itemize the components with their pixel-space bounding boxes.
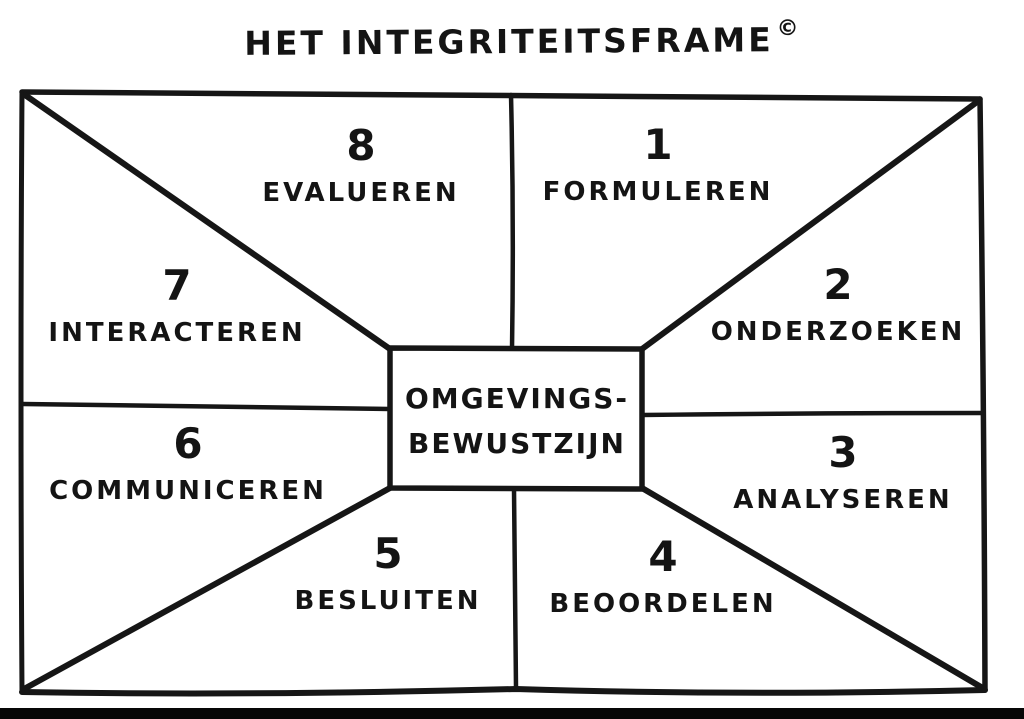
section-number: 1 <box>643 120 673 169</box>
section-label: ANALYSEREN <box>733 485 953 515</box>
diagonal-top-right <box>639 99 980 352</box>
divider-left-horizontal <box>20 401 393 412</box>
section-formuleren: 1 FORMULEREN <box>542 120 774 208</box>
frame-right-edge <box>977 96 988 693</box>
section-evalueren: 8 EVALUEREN <box>262 121 460 209</box>
copyright-symbol: © <box>776 16 799 42</box>
section-onderzoeken: 2 ONDERZOEKEN <box>710 260 966 348</box>
section-label: FORMULEREN <box>542 177 774 207</box>
divider-top-vertical <box>508 92 516 352</box>
center-box-outline <box>387 345 645 492</box>
section-analyseren: 3 ANALYSEREN <box>733 428 953 516</box>
section-besluiten: 5 BESLUITEN <box>294 529 482 617</box>
diagonal-bottom-right <box>639 485 984 690</box>
diagram-title-text: HET INTEGRITEITSFRAME <box>244 20 774 63</box>
section-number: 7 <box>162 261 192 310</box>
section-label: INTERACTEREN <box>48 318 306 348</box>
frame-bottom-edge <box>19 685 988 697</box>
section-number: 8 <box>346 121 376 170</box>
section-label: BEOORDELEN <box>549 589 777 619</box>
center-box-text: OMGEVINGS- BEWUSTZIJN <box>405 376 629 466</box>
frame-left-edge <box>18 89 25 695</box>
diagonal-top-left <box>22 92 393 352</box>
divider-right-horizontal <box>639 410 985 418</box>
section-label: ONDERZOEKEN <box>710 317 966 347</box>
section-number: 3 <box>828 428 858 477</box>
section-label: EVALUEREN <box>262 178 460 208</box>
diagram-title: HET INTEGRITEITSFRAME© <box>244 16 799 63</box>
section-number: 2 <box>823 260 853 309</box>
frame-top-edge <box>19 89 983 102</box>
diagonal-bottom-left <box>21 485 393 692</box>
section-beoordelen: 4 BEOORDELEN <box>549 532 777 620</box>
bottom-scan-bar <box>0 708 1024 719</box>
divider-bottom-vertical <box>511 486 519 691</box>
section-number: 4 <box>648 532 678 581</box>
section-number: 5 <box>373 529 403 578</box>
center-box-line1: OMGEVINGS- <box>404 382 630 415</box>
section-label: BESLUITEN <box>294 586 482 616</box>
section-label: COMMUNICEREN <box>49 476 327 506</box>
section-interacteren: 7 INTERACTEREN <box>48 261 306 349</box>
section-number: 6 <box>173 419 203 468</box>
section-communiceren: 6 COMMUNICEREN <box>49 419 327 507</box>
center-box-line2: BEWUSTZIJN <box>408 427 626 460</box>
